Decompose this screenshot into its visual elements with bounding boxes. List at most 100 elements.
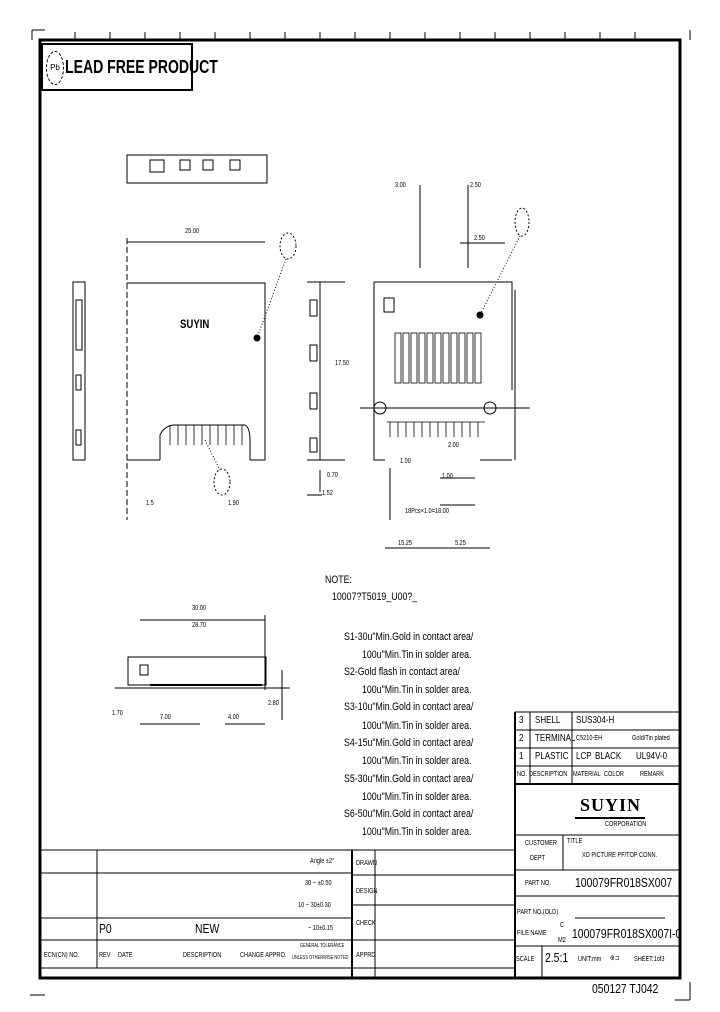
bom-header-no: NO. [517, 771, 527, 778]
dim-pcb-3: 1.00 [442, 473, 453, 480]
scale-value: 2.5:1 [545, 950, 569, 965]
scale-label: SCALE [516, 956, 535, 963]
tolerance-general: GENERAL TOLERANCE [300, 943, 345, 949]
bom-material: SUS304-H [576, 715, 615, 726]
part-no-old-label: PART NO.(OLD) [517, 909, 559, 916]
note-line: 100u"Min.Tin in solder area. [362, 755, 472, 767]
file-name-frac-bottom: M2 [558, 937, 566, 944]
note-line: 100u"Min.Tin in solder area. [362, 649, 472, 661]
tolerance-unless: UNLESS OTHERWISE NOTED [292, 955, 349, 961]
front-view [115, 615, 290, 725]
unit-label: UNIT:mm [578, 956, 602, 963]
footer-code: 050127 TJ042 [592, 981, 659, 996]
note-line: S3-10u"Min.Gold in contact area/ [344, 701, 474, 713]
lead-free-logo: Pb LEAD FREE PRODUCT [41, 43, 218, 91]
company-sub: CORPORATION [605, 821, 647, 828]
note-line: S6-50u"Min.Gold in contact area/ [344, 808, 474, 820]
dim-side-base: 1.52 [322, 490, 333, 497]
file-name-label: FILE NAME [517, 930, 547, 937]
dim-pcb-w1: 15.25 [398, 540, 413, 547]
tolerance-2: 10 ~ 30±0.30 [298, 902, 331, 909]
rev-header-desc: DESCRIPTION [183, 952, 222, 959]
part-no-label: PART NO. [525, 880, 551, 887]
customer-value: DEPT [530, 855, 545, 862]
file-name-value: 100079FR018SX007I-0 [572, 926, 682, 941]
title-label: TITLE [567, 838, 583, 845]
bom-header-color: COLOR [604, 771, 624, 778]
callout-3 [279, 232, 297, 260]
dim-a: 1.5 [146, 500, 154, 507]
note-line: S5-30u"Min.Gold in contact area/ [344, 773, 474, 785]
bom-remark: UL94V-0 [636, 751, 668, 762]
dim-front-side: 1.70 [112, 710, 123, 717]
part-marking: SUYIN [180, 317, 210, 331]
dim-pcb-pins: 18Pcs×1.0=18.00 [405, 508, 449, 515]
bom-no: 1 [519, 751, 524, 762]
note-line: 100u"Min.Tin in solder area. [362, 791, 472, 803]
dim-pcb-pitch: 2.50 [474, 235, 485, 242]
file-name-frac-top: C [560, 922, 565, 929]
border-ticks [74, 32, 636, 40]
bom-header-remark: REMARK [640, 771, 664, 778]
part-no-value: 100079FR018SX007 [575, 875, 673, 890]
dim-front-d2: 4.00 [228, 714, 239, 721]
rev-header-change: CHANGE APPRO. [240, 952, 287, 959]
sheet-label: SHEET:1of3 [634, 956, 665, 963]
dim-pcb-2: 2.00 [448, 442, 459, 449]
bom-header-desc: DESCRIPTION [529, 771, 568, 778]
dim-pcb-1: 1.00 [400, 458, 411, 465]
bom-no: 2 [519, 733, 524, 744]
callout-2 [213, 468, 231, 496]
company-logo-underline [575, 817, 645, 822]
title-block-lines [40, 711, 680, 978]
dim-top-width: 25.00 [185, 228, 200, 235]
note-line: S2-Gold flash in contact area/ [344, 666, 460, 678]
note-line: 100u"Min.Tin in solder area. [362, 684, 472, 696]
bom-color: BLACK [595, 751, 622, 762]
projection-symbol-icon: ⊕⊐ [610, 955, 620, 962]
notes-code: 10007?T5019_U00?_ [332, 591, 418, 603]
dim-front-w1: 30.00 [192, 605, 207, 612]
dim-pcb-w2: 5.25 [455, 540, 466, 547]
bom-material: C5210-EH [576, 735, 603, 742]
revision-rev: P0 [99, 921, 112, 936]
dim-front-w2: 28.70 [192, 622, 207, 629]
pcb-layout-view [360, 185, 530, 549]
note-line: 100u"Min.Tin in solder area. [362, 826, 472, 838]
bom-desc: PLASTIC [535, 751, 569, 762]
rev-header-date: DATE [118, 952, 133, 959]
note-line: S1-30u"Min.Gold in contact area/ [344, 631, 474, 643]
approval-design: DESIGN [356, 888, 378, 895]
lead-free-text: LEAD FREE PRODUCT [65, 57, 218, 77]
revision-desc: NEW [195, 921, 220, 936]
dim-front-h: 2.80 [268, 700, 279, 707]
bom-remark: Gold/Tin plated [632, 735, 670, 742]
approval-check: CHECK [356, 920, 376, 927]
notes-title: NOTE: [325, 574, 352, 586]
dim-pcb-top-left: 3.00 [395, 182, 406, 189]
rev-header-rev: REV [99, 952, 111, 959]
top-elevation-view [126, 154, 268, 184]
note-line: 100u"Min.Tin in solder area. [362, 720, 472, 732]
tolerance-angle: Angle ±2° [310, 858, 335, 865]
dim-side-height: 17.50 [335, 360, 350, 367]
dim-pcb-top-right: 2.50 [470, 182, 481, 189]
bom-desc: SHELL [535, 715, 561, 726]
plan-view [126, 232, 297, 520]
drawing-frame [38, 38, 682, 980]
approval-apprd: APPRD [356, 952, 376, 959]
left-side-view [72, 281, 86, 461]
dim-b: 1.90 [228, 500, 239, 507]
rohs-seal-icon: Pb [46, 51, 64, 85]
tolerance-3: ~ 10±0.15 [308, 925, 334, 932]
bom-desc: TERMINAL [535, 733, 576, 744]
callout-1 [514, 207, 530, 237]
approval-drawn: DRAWN [356, 860, 377, 867]
dim-front-d1: 7.00 [160, 714, 171, 721]
bom-header-material: MATERIAL [573, 771, 601, 778]
tolerance-1: 30 ~ ±0.50 [305, 880, 332, 887]
note-line: S4-15u"Min.Gold in contact area/ [344, 737, 474, 749]
bom-no: 3 [519, 715, 524, 726]
right-side-view [307, 281, 345, 496]
